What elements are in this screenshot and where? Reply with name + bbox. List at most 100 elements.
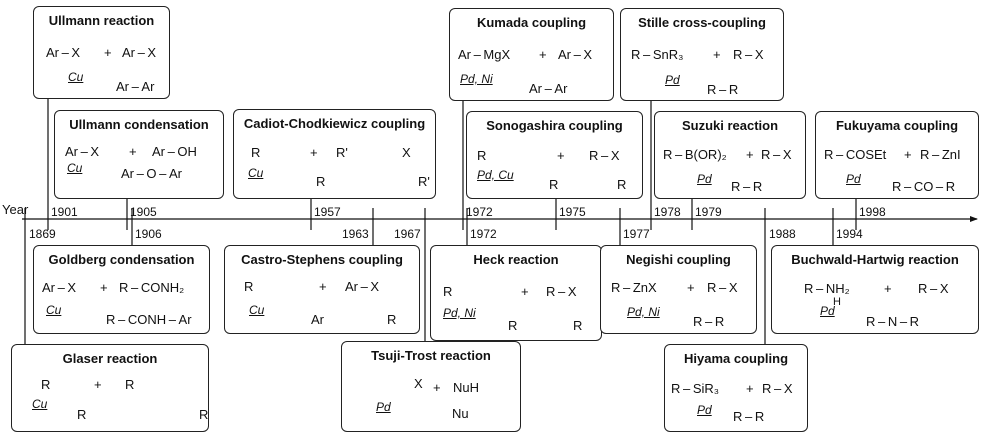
reaction-title: Cadiot-Chodkiewicz coupling [243,116,426,131]
year-label: 1988 [769,227,796,241]
kumada-coupling-box: Kumada coupling Ar – MgX + Ar – X Pd, Ni… [449,8,614,101]
product: Nu [452,406,469,421]
reactant: R – ZnI [920,147,961,162]
reaction-title: Kumada coupling [476,15,587,30]
catalyst: Pd [376,400,391,414]
reaction-title: Buchwald-Hartwig reaction [791,252,959,267]
year-label: 1967 [394,227,421,241]
product: R' [418,174,430,189]
plus-sign: + [100,280,108,295]
reactant: R [244,279,254,294]
reactant: R – COSEt [824,147,887,162]
hiyama-coupling-box: Hiyama coupling R – SiR₃ + R – X Pd R – … [664,344,808,432]
year-label: 1975 [559,205,586,219]
catalyst: Pd [697,172,712,186]
year-label: 1978 [654,205,681,219]
ullmann-reaction-box: Ullmann reaction Ar – X + Ar – X Cu Ar –… [33,6,170,99]
reaction-title: Suzuki reaction [681,118,779,133]
reactant: R – X [761,147,792,162]
cadiot-chodkiewicz-box: Cadiot-Chodkiewicz coupling R + R' X Cu … [233,109,436,199]
reactant: R – X [546,284,577,299]
product: R [573,318,583,333]
reaction-title: Ullmann reaction [48,13,155,28]
reactant: Ar – MgX [458,47,511,62]
product: R – CONH – Ar [106,312,192,327]
catalyst: Pd, Cu [477,168,514,182]
reactant: R – NH₂ [804,281,850,296]
plus-sign: + [129,144,137,159]
product: R [508,318,518,333]
product: R – N – R [866,314,920,329]
reactant: R – X [918,281,949,296]
plus-sign: + [521,284,529,299]
reactant: R – X [589,148,620,163]
product: Ar [311,312,324,327]
leaving-group: X [402,145,411,160]
reaction-title: Sonogashira coupling [486,118,623,133]
plus-sign: + [687,280,695,295]
plus-sign: + [310,145,318,160]
product: R [316,174,326,189]
product: R [199,407,209,422]
catalyst: Cu [68,70,84,84]
reaction-title: Tsuji-Trost reaction [371,348,491,363]
leaving-group: X [414,376,423,391]
reactant: R – X [707,280,738,295]
catalyst: Pd, Ni [443,306,476,320]
plus-sign: + [433,380,441,395]
reaction-title: Goldberg condensation [48,252,195,267]
reactant: Ar – X [65,144,100,159]
catalyst: Cu [67,161,83,175]
reactant: R – CONH₂ [119,280,185,295]
reactant: R [41,377,51,392]
reactant: Ar – X [122,45,157,60]
reactant: R [443,284,453,299]
year-label: 1977 [623,227,650,241]
reactant: R – X [733,47,764,62]
product: R [617,177,627,192]
year-label: 1972 [470,227,497,241]
catalyst: Pd [697,403,712,417]
reactant: R – X [762,381,793,396]
year-label: 1998 [859,205,886,219]
plus-sign: + [104,45,112,60]
product: R – R [707,82,739,97]
stille-cross-coupling-box: Stille cross-coupling R – SnR₃ + R – X P… [620,8,784,101]
reactant: Ar – X [46,45,81,60]
catalyst: Cu [32,397,48,411]
reactant: R – SiR₃ [671,381,720,396]
reaction-title: Glaser reaction [62,351,158,366]
fukuyama-coupling-box: Fukuyama coupling R – COSEt + R – ZnI Pd… [815,111,979,199]
product: R – CO – R [892,179,956,194]
product: R [77,407,87,422]
heck-reaction-box: Heck reaction R + R – X Pd, Ni R R [430,245,602,341]
year-label: 1972 [466,205,493,219]
buchwald-hartwig-reaction-box: Buchwald-Hartwig reaction R – NH₂ + R – … [771,245,979,334]
catalyst: Pd [820,304,835,318]
plus-sign: + [557,148,565,163]
plus-sign: + [319,279,327,294]
reactant: R – B(OR)₂ [663,147,727,162]
catalyst: Pd, Ni [627,305,660,319]
catalyst: Pd, Ni [460,72,493,86]
reactant: Ar – X [558,47,593,62]
reactant: R [125,377,135,392]
plus-sign: + [746,381,754,396]
reaction-title: Hiyama coupling [683,351,789,366]
reaction-title: Negishi coupling [626,252,731,267]
product: R – R [693,314,725,329]
product: R [387,312,397,327]
plus-sign: + [904,147,912,162]
hydrogen-label: H [833,296,841,308]
year-label: 1979 [695,205,722,219]
plus-sign: + [746,147,754,162]
reactant: R [251,145,261,160]
castro-stephens-coupling-box: Castro-Stephens coupling R + Ar – X Cu A… [224,245,420,334]
glaser-reaction-box: Glaser reaction R + R Cu R R [11,344,209,432]
reactant: R [477,148,487,163]
negishi-coupling-box: Negishi coupling R – ZnX + R – X Pd, Ni … [600,245,757,334]
year-label: 1906 [135,227,162,241]
reactant: Ar – X [42,280,77,295]
reaction-title: Heck reaction [473,252,559,267]
